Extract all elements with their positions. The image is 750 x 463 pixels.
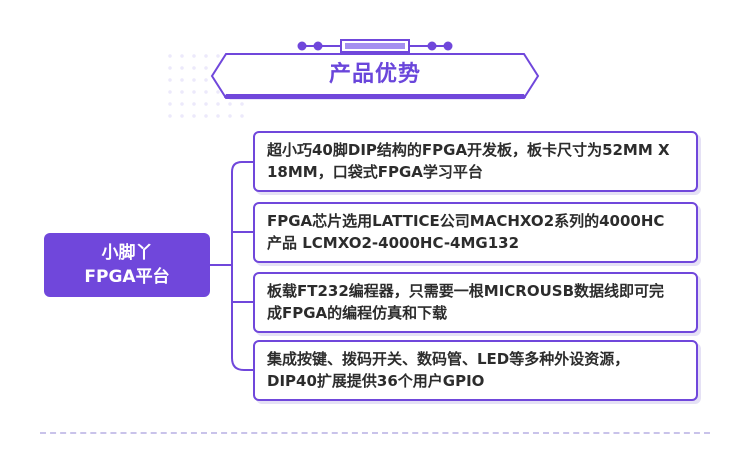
feature-line: 板载FT232编程器，只需要一根MICROUSB数据线即可完 (267, 282, 665, 300)
main-node-line2: FPGA平台 (84, 267, 170, 287)
feature-line: 成FPGA的编程仿真和下载 (267, 304, 448, 322)
banner-frame (210, 39, 540, 100)
main-node-platform: 小脚丫 FPGA平台 (44, 233, 210, 297)
dot-icon (313, 41, 323, 51)
feature-box-peripherals: 集成按键、拨码开关、数码管、LED等多种外设资源， DIP40扩展提供36个用户… (253, 340, 698, 401)
dot-icon (297, 41, 307, 51)
dot-icon (443, 41, 453, 51)
feature-line: 超小巧40脚DIP结构的FPGA开发板，板卡尺寸为52MM X (267, 141, 670, 159)
feature-line: DIP40扩展提供36个用户GPIO (267, 372, 485, 390)
banner-title: 产品优势 (328, 62, 421, 87)
feature-line: 集成按键、拨码开关、数码管、LED等多种外设资源， (267, 350, 630, 368)
feature-box-size: 超小巧40脚DIP结构的FPGA开发板，板卡尺寸为52MM X 18MM，口袋式… (253, 131, 698, 192)
feature-line: FPGA芯片选用LATTICE公司MACHXO2系列的4000HC (267, 212, 665, 230)
main-node-line1: 小脚丫 (101, 243, 153, 263)
feature-box-programmer: 板载FT232编程器，只需要一根MICROUSB数据线即可完 成FPGA的编程仿… (253, 272, 698, 333)
feature-box-chip: FPGA芯片选用LATTICE公司MACHXO2系列的4000HC 产品 LCM… (253, 202, 698, 263)
feature-line: 18MM，口袋式FPGA学习平台 (267, 163, 483, 181)
bottom-dashed-divider (40, 432, 710, 434)
dot-icon (427, 41, 437, 51)
feature-line: 产品 LCMXO2-4000HC-4MG132 (267, 234, 520, 252)
